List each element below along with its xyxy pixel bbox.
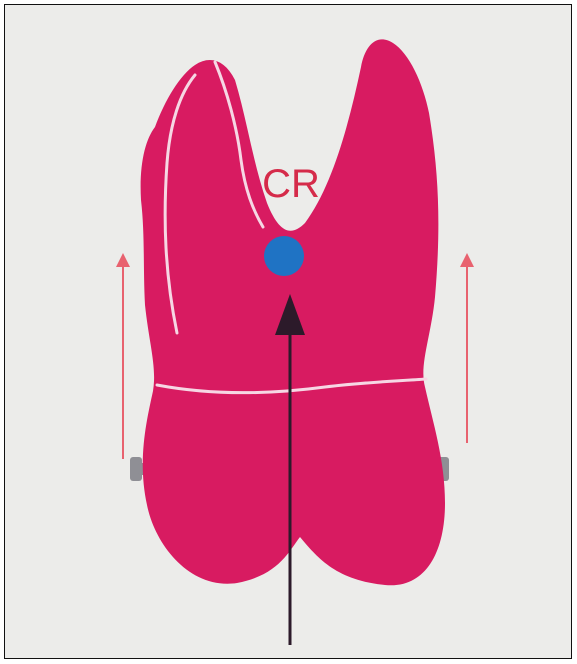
diagram-frame: CR — [4, 4, 572, 659]
tooth-diagram: CR — [5, 5, 572, 659]
center-of-resistance-point — [264, 236, 304, 276]
center-of-resistance-label: CR — [262, 162, 320, 206]
